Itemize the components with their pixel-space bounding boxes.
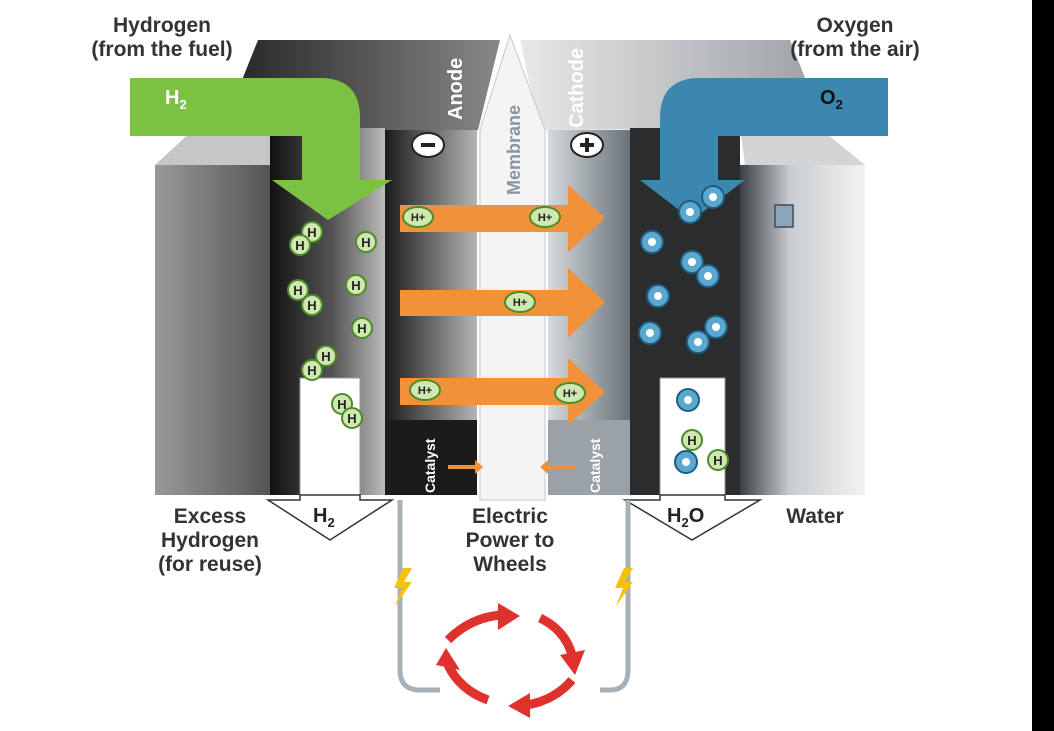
right-block-top <box>740 128 865 165</box>
hydrogen-particle: H <box>355 231 377 253</box>
water-label: Water <box>786 505 844 528</box>
right-block-front <box>740 165 865 495</box>
hydrogen-ion: H+ <box>409 379 441 401</box>
anode-catalyst-label: Catalyst <box>422 438 438 493</box>
oxygen-particle <box>701 185 725 209</box>
hydrogen-particle: H <box>289 234 311 256</box>
left-block-top <box>155 128 295 165</box>
oxygen-particle <box>686 330 710 354</box>
oxygen-particle <box>646 284 670 308</box>
cathode-catalyst <box>548 420 630 495</box>
cycle-arrows-icon <box>443 610 577 710</box>
hydrogen-ion: H+ <box>504 291 536 313</box>
membrane <box>479 33 546 501</box>
hydrogen-particle: H <box>351 317 373 339</box>
circuit-wire <box>397 500 631 693</box>
water-outlet-arrow <box>622 494 763 541</box>
svg-text:H: H <box>347 411 356 426</box>
svg-text:H: H <box>307 225 316 240</box>
hydrogen-ions: H+ H+ H+ H+ H+ <box>402 206 586 404</box>
o2-inlet-label: O2 <box>820 87 843 112</box>
image-right-border <box>1032 0 1054 731</box>
hydrogen-ion: H+ <box>554 382 586 404</box>
left-block-front <box>155 165 270 495</box>
water-hydrogen-particle: H <box>707 449 729 471</box>
hydrogen-ion: H+ <box>529 206 561 228</box>
cathode-catalyst-label: Catalyst <box>587 438 603 493</box>
excess-hydrogen-outlet-arrow <box>265 494 395 541</box>
hydrogen-particle: H <box>315 345 337 367</box>
excess-hydrogen-channel <box>299 377 361 496</box>
hydrogen-inlet-arrow <box>130 78 392 220</box>
oxygen-particle <box>680 250 704 274</box>
membrane-label: Membrane <box>504 105 524 195</box>
minus-icon <box>411 132 445 158</box>
cathode-label: Cathode <box>566 48 588 128</box>
hydrogen-ion: H+ <box>402 206 434 228</box>
oxygen-particle <box>640 230 664 254</box>
oxygen-particle <box>704 315 728 339</box>
oxygen-particle <box>678 200 702 224</box>
svg-text:H+: H+ <box>563 388 577 400</box>
hydrogen-inlet-label: Hydrogen (from the fuel) <box>91 14 233 61</box>
hydrogen-particle: H <box>345 274 367 296</box>
oxygen-particle <box>638 321 662 345</box>
catalyst-arrow-left <box>448 460 483 474</box>
h2-outlet-label: H2 <box>313 505 335 530</box>
h2-inlet-label: H2 <box>165 87 187 112</box>
right-block-window <box>774 204 794 228</box>
svg-text:H: H <box>351 278 360 293</box>
svg-text:H+: H+ <box>411 212 425 224</box>
oxygen-particle <box>696 264 720 288</box>
oxygen-particles <box>638 185 728 474</box>
h2o-outlet-label: H2O <box>667 505 704 530</box>
svg-text:H+: H+ <box>418 385 432 397</box>
svg-text:H: H <box>361 235 370 250</box>
hydrogen-particle: H <box>287 279 309 301</box>
lightning-icon-left <box>394 568 412 606</box>
svg-text:H: H <box>307 363 316 378</box>
proton-arrow-middle <box>400 268 605 338</box>
hydrogen-particle: H <box>301 294 323 316</box>
oxygen-particle <box>674 450 698 474</box>
excess-hydrogen-label: Excess Hydrogen (for reuse) <box>158 505 262 576</box>
catalyst-arrow-right <box>540 460 575 474</box>
svg-text:H: H <box>713 453 722 468</box>
proton-arrow-bottom <box>400 358 605 425</box>
lightning-icon-right <box>615 568 633 606</box>
plus-icon <box>570 132 604 158</box>
svg-text:H: H <box>357 321 366 336</box>
svg-text:H: H <box>337 397 346 412</box>
svg-text:H: H <box>295 238 304 253</box>
svg-text:H+: H+ <box>513 297 527 309</box>
svg-text:H: H <box>687 433 696 448</box>
oxygen-inlet-label: Oxygen (from the air) <box>790 14 920 61</box>
svg-text:H: H <box>307 298 316 313</box>
svg-text:H: H <box>293 283 302 298</box>
anode-catalyst <box>385 420 477 495</box>
anode-label: Anode <box>445 58 467 120</box>
water-hydrogen-particle: H <box>681 429 703 451</box>
proton-arrow-top <box>400 185 605 252</box>
hydrogen-particle: H <box>301 359 323 381</box>
oxygen-inlet-arrow <box>640 78 888 220</box>
oxygen-particle <box>676 388 700 412</box>
svg-text:H: H <box>321 349 330 364</box>
hydrogen-particle: H <box>341 407 363 429</box>
cycle-arrowheads <box>436 603 585 718</box>
svg-text:H+: H+ <box>538 212 552 224</box>
electric-power-label: Electric Power to Wheels <box>465 505 555 576</box>
